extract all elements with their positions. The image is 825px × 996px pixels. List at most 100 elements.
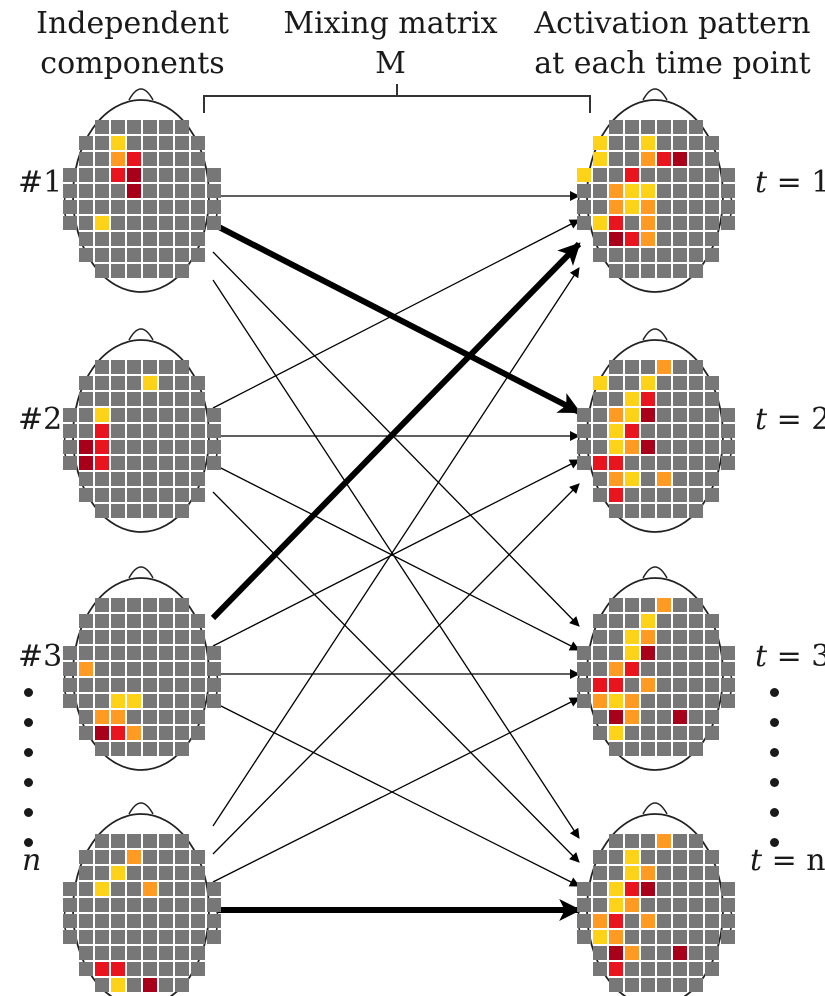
voxel-cell bbox=[657, 598, 671, 612]
voxel-cell bbox=[111, 504, 125, 518]
voxel-cell bbox=[705, 184, 719, 198]
voxel-cell bbox=[577, 646, 591, 660]
voxel-cell bbox=[95, 440, 109, 454]
voxel-cell bbox=[111, 136, 125, 150]
voxel-cell bbox=[63, 168, 77, 182]
voxel-cell bbox=[175, 392, 189, 406]
voxel-cell bbox=[625, 630, 639, 644]
voxel-cell bbox=[175, 120, 189, 134]
voxel-cell bbox=[95, 456, 109, 470]
voxel-cell bbox=[705, 232, 719, 246]
voxel-cell bbox=[127, 662, 141, 676]
voxel-cell bbox=[207, 694, 221, 708]
voxel-cell bbox=[207, 662, 221, 676]
voxel-cell bbox=[127, 946, 141, 960]
voxel-cell bbox=[689, 376, 703, 390]
voxel-cell bbox=[143, 168, 157, 182]
voxel-cell bbox=[673, 152, 687, 166]
voxel-cell bbox=[143, 248, 157, 262]
voxel-cell bbox=[593, 408, 607, 422]
voxel-cell bbox=[657, 978, 671, 992]
voxel-cell bbox=[95, 200, 109, 214]
voxel-cell bbox=[625, 184, 639, 198]
voxel-cell bbox=[159, 598, 173, 612]
voxel-cell bbox=[657, 710, 671, 724]
voxel-cell bbox=[79, 408, 93, 422]
voxel-cell bbox=[609, 834, 623, 848]
voxel-cell bbox=[673, 898, 687, 912]
voxel-cell bbox=[673, 248, 687, 262]
voxel-cell bbox=[175, 248, 189, 262]
voxel-cell bbox=[191, 614, 205, 628]
voxel-cell bbox=[63, 216, 77, 230]
voxel-cell bbox=[609, 946, 623, 960]
dot bbox=[24, 748, 33, 757]
time-label-2-var: t bbox=[755, 402, 768, 437]
voxel-cell bbox=[673, 646, 687, 660]
voxel-cell bbox=[609, 504, 623, 518]
voxel-cell bbox=[641, 248, 655, 262]
nose-outline bbox=[642, 88, 668, 101]
voxel-cell bbox=[673, 264, 687, 278]
voxel-cell bbox=[641, 962, 655, 976]
voxel-cell bbox=[111, 598, 125, 612]
voxel-cell bbox=[95, 120, 109, 134]
voxel-cell bbox=[609, 456, 623, 470]
voxel-cell bbox=[63, 694, 77, 708]
voxel-cell bbox=[111, 200, 125, 214]
time-label-3-var: t bbox=[755, 639, 768, 674]
voxel-cell bbox=[191, 882, 205, 896]
voxel-cell bbox=[593, 424, 607, 438]
voxel-cell bbox=[63, 882, 77, 896]
voxel-cell bbox=[673, 360, 687, 374]
ellipsis-dots-left bbox=[24, 688, 34, 868]
voxel-cell bbox=[641, 152, 655, 166]
voxel-cell bbox=[593, 614, 607, 628]
voxel-cell bbox=[207, 216, 221, 230]
voxel-cell bbox=[207, 914, 221, 928]
voxel-cell bbox=[657, 456, 671, 470]
voxel-cell bbox=[143, 726, 157, 740]
voxel-cell bbox=[191, 662, 205, 676]
voxel-cell bbox=[689, 136, 703, 150]
voxel-cell bbox=[641, 866, 655, 880]
voxel-cell bbox=[143, 152, 157, 166]
voxel-cell bbox=[657, 866, 671, 880]
voxel-cell bbox=[609, 360, 623, 374]
voxel-cell bbox=[127, 152, 141, 166]
voxel-cell bbox=[625, 232, 639, 246]
voxel-cell bbox=[95, 662, 109, 676]
voxel-cell bbox=[657, 914, 671, 928]
voxel-cell bbox=[127, 962, 141, 976]
voxel-cell bbox=[111, 742, 125, 756]
voxel-cell bbox=[657, 232, 671, 246]
voxel-cell bbox=[673, 488, 687, 502]
voxel-cell bbox=[625, 726, 639, 740]
voxel-cell bbox=[641, 614, 655, 628]
voxel-cell bbox=[175, 930, 189, 944]
voxel-cell bbox=[111, 866, 125, 880]
voxel-cell bbox=[721, 408, 735, 422]
voxel-cell bbox=[175, 882, 189, 896]
voxel-cell bbox=[673, 184, 687, 198]
voxel-cell bbox=[609, 726, 623, 740]
voxel-cell bbox=[111, 898, 125, 912]
voxel-cell bbox=[175, 152, 189, 166]
voxel-cell bbox=[111, 614, 125, 628]
voxel-cell bbox=[127, 184, 141, 198]
voxel-cell bbox=[63, 914, 77, 928]
voxel-cell bbox=[689, 184, 703, 198]
arrow-component-2-to-t3 bbox=[212, 463, 580, 651]
voxel-cell bbox=[95, 914, 109, 928]
voxel-cell bbox=[641, 120, 655, 134]
voxel-cell bbox=[127, 978, 141, 992]
voxel-cell bbox=[689, 264, 703, 278]
voxel-cell bbox=[95, 376, 109, 390]
voxel-cell bbox=[657, 898, 671, 912]
voxel-cell bbox=[593, 184, 607, 198]
voxel-cell bbox=[191, 946, 205, 960]
voxel-cell bbox=[175, 504, 189, 518]
voxel-cell bbox=[79, 678, 93, 692]
voxel-cell bbox=[175, 488, 189, 502]
voxel-cell bbox=[593, 850, 607, 864]
